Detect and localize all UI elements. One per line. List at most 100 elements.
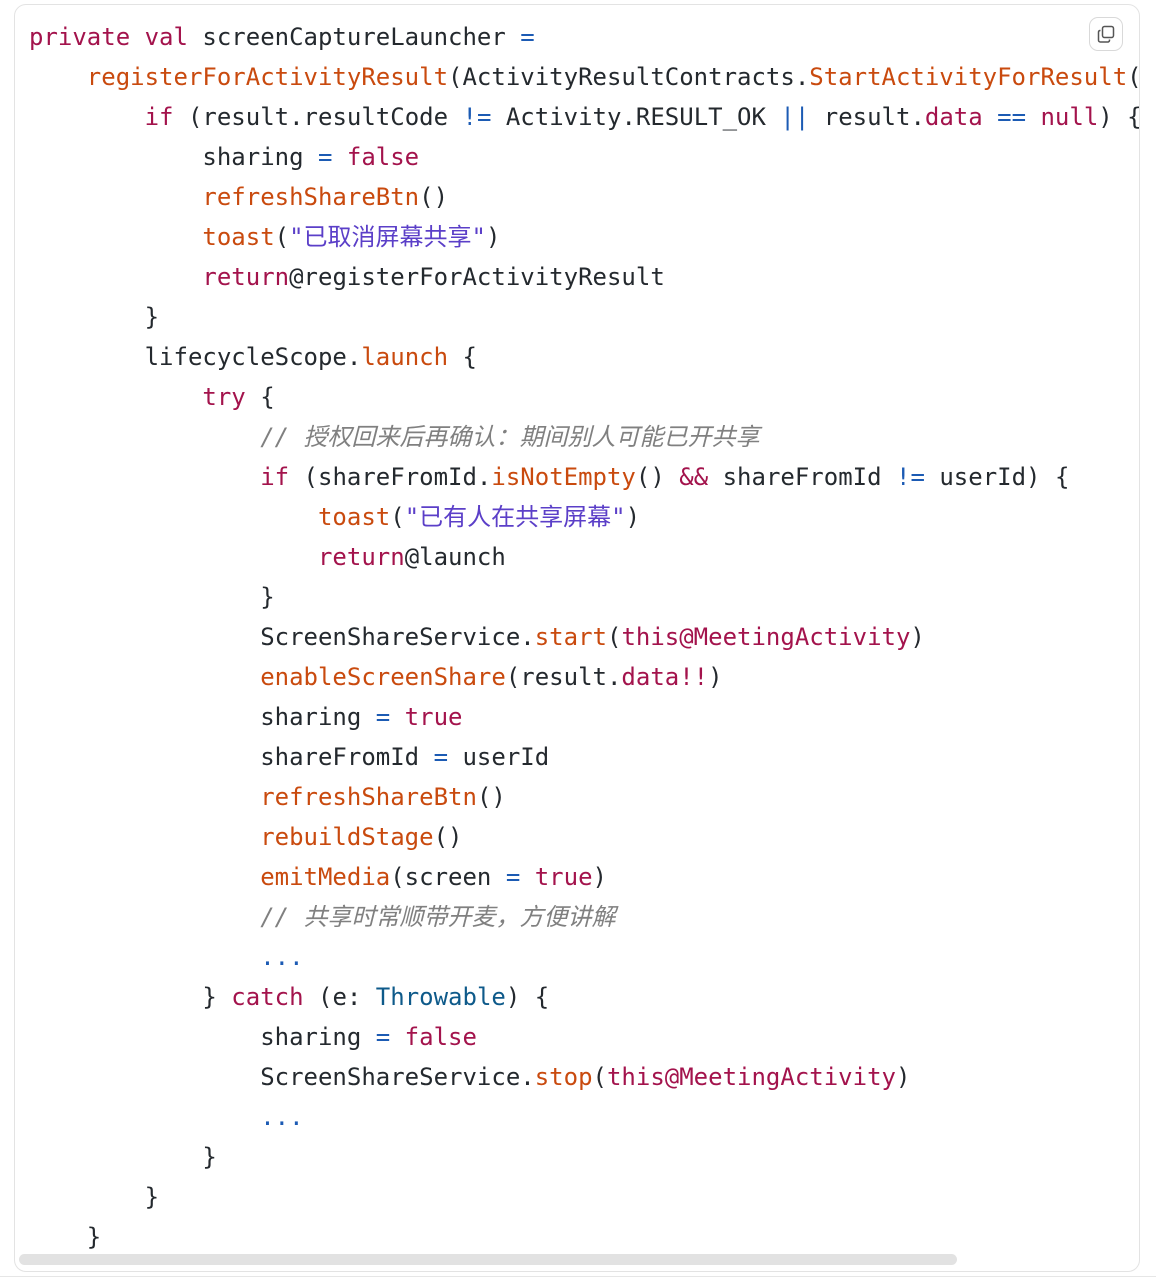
code-line: toast("已取消屏幕共享") (29, 217, 1139, 257)
code-token: "已取消屏幕共享" (289, 223, 486, 251)
code-line: return@registerForActivityResult (29, 257, 1139, 297)
code-line: ... (29, 937, 1139, 977)
code-token: } (29, 1143, 217, 1171)
code-token: this@MeetingActivity (621, 623, 911, 651)
code-token (29, 823, 260, 851)
code-line: } (29, 1177, 1139, 1217)
code-token: ( (274, 223, 290, 251)
code-token: } (29, 1183, 160, 1211)
code-line: toast("已有人在共享屏幕") (29, 497, 1139, 537)
code-token: ) (592, 863, 607, 891)
code-line: lifecycleScope.launch { (29, 337, 1139, 377)
code-token: toast (202, 223, 275, 251)
code-token: "已有人在共享屏幕" (404, 503, 626, 531)
code-token: data!! (621, 663, 709, 691)
code-line: sharing = false (29, 137, 1139, 177)
code-token: rebuildStage (260, 823, 434, 851)
code-token: } (29, 983, 232, 1011)
code-token: (result.resultCode (187, 103, 463, 131)
code-line: ScreenShareService.stop(this@MeetingActi… (29, 1057, 1139, 1097)
code-line: } (29, 577, 1139, 617)
code-token: () (476, 783, 506, 811)
code-token: = (520, 23, 535, 51)
code-token: == (982, 103, 1041, 131)
code-token: (ActivityResultContracts. (448, 63, 810, 91)
code-line: sharing = true (29, 697, 1139, 737)
code-token: return (317, 543, 405, 571)
copy-icon (1097, 25, 1115, 43)
code-line: } (29, 1217, 1139, 1257)
code-token: ... (260, 943, 304, 971)
code-token: } (29, 583, 275, 611)
code-token (29, 543, 318, 571)
code-token (29, 783, 260, 811)
code-token: val (144, 23, 203, 51)
code-token: launch (361, 343, 449, 371)
code-line: if (shareFromId.isNotEmpty() && shareFro… (29, 457, 1139, 497)
code-token: false (390, 1023, 477, 1051)
code-line: registerForActivityResult(ActivityResult… (29, 57, 1139, 97)
code-line: // 共享时常顺带开麦，方便讲解 (29, 897, 1139, 937)
horizontal-scrollbar[interactable] (15, 1254, 1139, 1269)
code-token: ( (592, 1063, 607, 1091)
code-token: refreshShareBtn (202, 183, 420, 211)
code-token: ScreenShareService. (29, 623, 535, 651)
code-line: sharing = false (29, 1017, 1139, 1057)
code-token: screenCaptureLauncher (202, 23, 521, 51)
code-line: try { (29, 377, 1139, 417)
code-token: stop (534, 1063, 593, 1091)
code-token: return (202, 263, 290, 291)
code-token: (e: (303, 983, 376, 1011)
code-token: ... (260, 1103, 304, 1131)
code-token: = (375, 703, 391, 731)
code-token (29, 663, 260, 691)
code-token: ScreenShareService. (29, 1063, 535, 1091)
code-token: } (29, 1223, 102, 1251)
code-line: shareFromId = userId (29, 737, 1139, 777)
code-line: } catch (e: Throwable) { (29, 977, 1139, 1017)
code-token: () (419, 183, 449, 211)
code-token: sharing (29, 1023, 376, 1051)
code-token: start (534, 623, 607, 651)
code-token (29, 503, 318, 531)
code-token: ) (895, 1063, 911, 1091)
code-token (29, 383, 202, 411)
code-token: () (635, 463, 680, 491)
divider (0, 1276, 1156, 1277)
code-line: // 授权回来后再确认：期间别人可能已开共享 (29, 417, 1139, 457)
code-token: toast (317, 503, 391, 531)
code-token: true (520, 863, 593, 891)
code-token: = (433, 743, 449, 771)
copy-button[interactable] (1089, 17, 1123, 51)
code-line: ... (29, 1097, 1139, 1137)
code-token: != (462, 103, 492, 131)
code-token: isNotEmpty (491, 463, 636, 491)
code-token: ()) { result -> (1127, 63, 1139, 91)
code-line: private val screenCaptureLauncher = (29, 17, 1139, 57)
code-block: private val screenCaptureLauncher = regi… (14, 4, 1140, 1272)
code-token: sharing (29, 703, 376, 731)
code-token: ) { (505, 983, 550, 1011)
code-token: sharing (29, 143, 318, 171)
code-token (29, 263, 202, 291)
code-token: true (390, 703, 463, 731)
code-token: userId (448, 743, 550, 771)
code-token: lifecycleScope. (29, 343, 362, 371)
code-token: ) (708, 663, 723, 691)
code-content[interactable]: private val screenCaptureLauncher = regi… (29, 17, 1139, 1257)
code-token (29, 903, 260, 931)
code-token: result. (809, 103, 925, 131)
code-token: = (317, 143, 333, 171)
code-token: data (924, 103, 983, 131)
code-token: StartActivityForResult (809, 63, 1128, 91)
code-token: { (448, 343, 477, 371)
code-token (29, 63, 87, 91)
code-token: refreshShareBtn (260, 783, 477, 811)
code-line: if (result.resultCode != Activity.RESULT… (29, 97, 1139, 137)
code-token: || (780, 103, 810, 131)
code-token: Throwable (375, 983, 506, 1011)
code-token: // 授权回来后再确认：期间别人可能已开共享 (260, 423, 760, 451)
code-token (29, 223, 202, 251)
scrollbar-thumb[interactable] (19, 1254, 957, 1265)
code-token: shareFromId (29, 743, 434, 771)
